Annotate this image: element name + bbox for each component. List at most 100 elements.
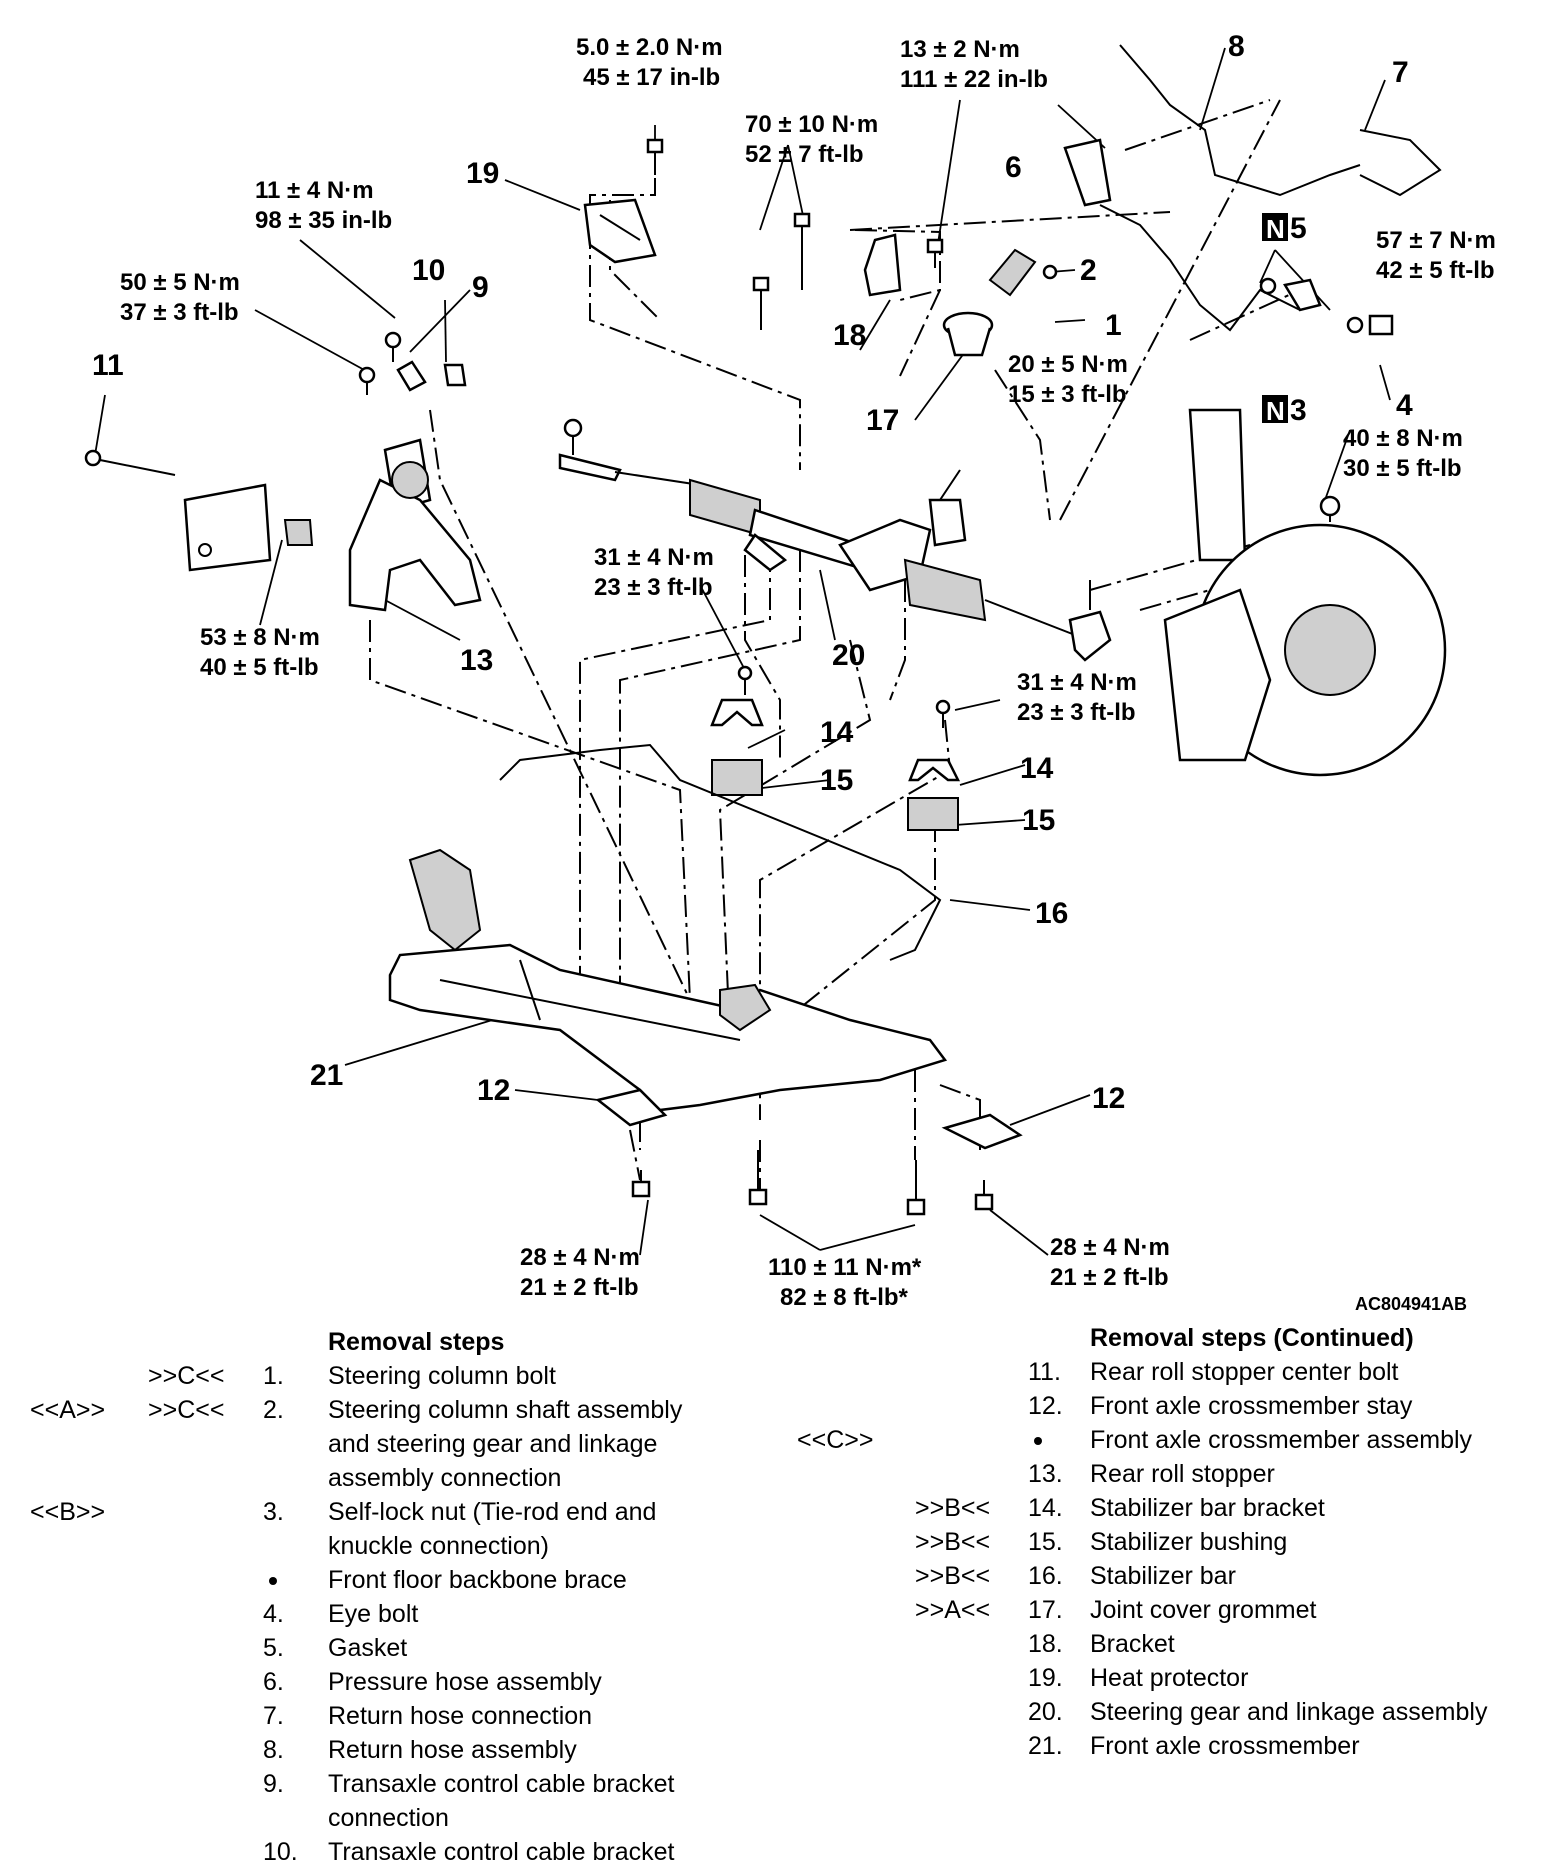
step-row: 20. Steering gear and linkage assembly — [760, 1695, 1568, 1729]
step-row: 18.Bracket — [760, 1627, 1568, 1661]
step-annotation: <<C>> — [797, 1426, 874, 1454]
torque-57-ftlb: 42 ± 5 ft-lb — [1376, 257, 1495, 284]
step-row: knuckle connection) — [0, 1529, 760, 1563]
torque-110-ftlb: 82 ± 8 ft-lb* — [780, 1284, 909, 1310]
step-number: 12. — [1028, 1392, 1063, 1420]
step-text: Return hose connection — [328, 1702, 593, 1730]
step-number: 7. — [263, 1702, 284, 1730]
n-badge-3-label: N — [1266, 396, 1285, 426]
step-number: 18. — [1028, 1630, 1063, 1658]
step-number: 11. — [1028, 1358, 1061, 1386]
step-text: Stabilizer bar bracket — [1090, 1494, 1325, 1522]
removal-steps-continued: Removal steps (Continued) 11. Rear roll s… — [760, 1321, 1568, 1763]
step-row: <<C>>Front axle crossmember assembly — [760, 1423, 1568, 1457]
torque-31a-ftlb: 23 ± 3 ft-lb — [594, 574, 713, 601]
step-number: 15. — [1028, 1528, 1063, 1556]
torque-40-nm: 40 ± 8 N·m — [1343, 425, 1463, 452]
torque-53-ftlb: 40 ± 5 ft-lb — [200, 654, 319, 681]
step-number: 16. — [1028, 1562, 1063, 1590]
figure-id: AC804941AB — [1355, 1294, 1467, 1310]
knuckle-hub-assembly — [1163, 408, 1447, 777]
front-axle-crossmember — [388, 848, 948, 1112]
callout-4: 4 — [1396, 389, 1413, 422]
callout-numbers: 1 2 N 3 4 N 5 6 7 8 9 10 11 12 12 13 14 … — [92, 30, 1413, 1115]
n-badge-3 — [1262, 395, 1288, 423]
step-row: connection — [0, 1801, 760, 1835]
step-text: Rear roll stopper — [1090, 1460, 1275, 1488]
step-text: Steering column shaft assembly — [328, 1396, 683, 1424]
step-number: 19. — [1028, 1664, 1063, 1692]
steering-gear-assembly — [558, 418, 1112, 662]
torque-70-ftlb: 52 ± 7 ft-lb — [745, 141, 864, 168]
step-text: Steering column bolt — [328, 1362, 556, 1390]
step-row: 8.Return hose assembly — [0, 1733, 760, 1767]
step-text: Eye bolt — [328, 1600, 419, 1628]
step-row: >>C<<1.Steering column bolt — [0, 1359, 760, 1393]
step-annotation: >>C<< — [148, 1396, 225, 1424]
torque-20-nm: 20 ± 5 N·m — [1008, 351, 1128, 378]
step-text: Front axle crossmember stay — [1090, 1392, 1413, 1420]
bolt-13 — [926, 238, 944, 268]
callout-20: 20 — [832, 639, 865, 672]
torque-28a-ftlb: 21 ± 2 ft-lb — [520, 1274, 639, 1301]
callout-14-right: 14 — [1020, 752, 1054, 785]
callout-10: 10 — [412, 254, 445, 287]
step-annotation: >>B<< — [915, 1494, 991, 1522]
stabilizer-bar — [499, 743, 942, 961]
removal-steps-list: >>C<<1.Steering column bolt<<A>>>>C<<2.S… — [0, 1359, 760, 1869]
step-row: Front floor backbone brace — [0, 1563, 760, 1597]
torque-57-nm: 57 ± 7 N·m — [1376, 227, 1496, 254]
callout-19: 19 — [466, 157, 499, 190]
step-number: 8. — [263, 1736, 284, 1764]
step-row: 11. Rear roll stopper center bolt — [760, 1355, 1568, 1389]
step-number: 21. — [1028, 1732, 1063, 1760]
step-text: Stabilizer bar — [1090, 1562, 1236, 1590]
step-annotation: >>B<< — [915, 1528, 991, 1556]
step-text: Transaxle control cable bracket — [328, 1770, 675, 1798]
torque-labels: 5.0 ± 2.0 N·m 45 ± 17 in-lb 13 ± 2 N·m 1… — [120, 34, 1496, 1314]
step-text: and steering gear and linkage — [328, 1430, 658, 1458]
callout-2: 2 — [1080, 254, 1097, 287]
step-row: <<A>>>>C<<2.Steering column shaft assemb… — [0, 1393, 760, 1427]
step-text: Rear roll stopper center bolt — [1090, 1358, 1399, 1386]
step-number: 6. — [263, 1668, 284, 1696]
crossmember-stay-left — [595, 1088, 668, 1127]
step-text: Stabilizer bushing — [1090, 1528, 1288, 1556]
pressure-hose — [1063, 138, 1301, 332]
step-number: 3. — [263, 1498, 284, 1526]
torque-40-ftlb: 30 ± 5 ft-lb — [1343, 455, 1462, 482]
removal-steps: Removal steps >>C<<1.Steering column bol… — [0, 1325, 760, 1869]
callout-15-right: 15 — [1022, 804, 1055, 837]
step-number: 2. — [263, 1396, 284, 1424]
callout-16: 16 — [1035, 897, 1068, 930]
bolts-70 — [752, 212, 811, 330]
callout-12-left: 12 — [477, 1074, 510, 1107]
callout-17: 17 — [866, 404, 899, 437]
callout-14-left: 14 — [820, 716, 854, 749]
torque-31b-ftlb: 23 ± 3 ft-lb — [1017, 699, 1136, 726]
center-bolt-11 — [84, 449, 176, 476]
step-number: 9. — [263, 1770, 284, 1798]
step-row: >>B<<14.Stabilizer bar bracket — [760, 1491, 1568, 1525]
step-number: 1. — [263, 1362, 284, 1390]
torque-53-nm: 53 ± 8 N·m — [200, 624, 320, 651]
stabilizer-bracket-left — [710, 665, 764, 796]
crossmember-stay-right — [941, 1113, 1023, 1150]
removal-steps-continued-heading: Removal steps (Continued) — [1090, 1324, 1414, 1352]
rear-roll-stopper — [348, 438, 482, 612]
torque-31b-nm: 31 ± 4 N·m — [1017, 669, 1137, 696]
torque-11-inlb: 98 ± 35 in-lb — [255, 207, 392, 234]
step-row: >>A<<17.Joint cover grommet — [760, 1593, 1568, 1627]
step-text: Steering gear and linkage assembly — [1090, 1698, 1488, 1726]
step-row: and steering gear and linkage — [0, 1427, 760, 1461]
step-text: Gasket — [328, 1634, 408, 1662]
torque-5-0-inlb: 45 ± 17 in-lb — [583, 64, 720, 91]
step-number: 20. — [1028, 1698, 1063, 1726]
eye-bolt-and-gasket — [1259, 277, 1394, 336]
torque-28b-ftlb: 21 ± 2 ft-lb — [1050, 1264, 1169, 1291]
callout-21: 21 — [310, 1059, 343, 1092]
torque-11-nm: 11 ± 4 N·m — [255, 177, 374, 204]
torque-28b-nm: 28 ± 4 N·m — [1050, 1234, 1170, 1261]
bolts-50-11-bracket — [358, 331, 467, 395]
step-text: Pressure hose assembly — [328, 1668, 602, 1696]
